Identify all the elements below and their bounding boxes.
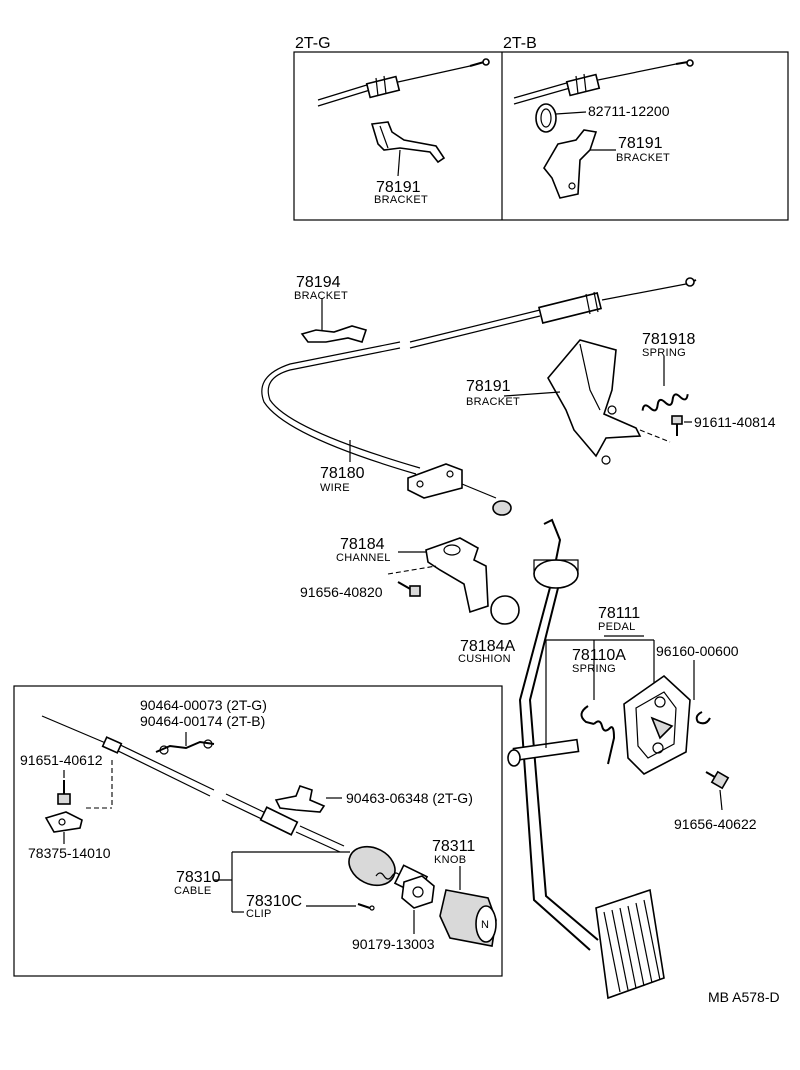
leader <box>387 565 437 575</box>
channel-78184-icon <box>425 537 489 614</box>
inset-2tg-bracket-no: 78191 <box>376 179 421 196</box>
clip-90464-icon <box>155 739 215 755</box>
leader <box>555 111 587 115</box>
part-781918-no: 781918 <box>642 331 695 348</box>
part-78111-name: PEDAL <box>598 621 636 633</box>
inset-2tb-bracket-no: 78191 <box>618 135 663 152</box>
pedal-pivot-plate-icon <box>623 674 691 775</box>
part-78310-no: 78310 <box>176 869 221 886</box>
part-78194-name: BRACKET <box>294 290 348 302</box>
nut-90179-icon <box>401 875 435 909</box>
accelerator-wire <box>261 277 697 475</box>
leader <box>719 789 723 811</box>
part-90464-00174-no: 90464-00174 (2T-B) <box>140 713 265 729</box>
part-78310c-name: CLIP <box>246 908 272 920</box>
bolt-91656-40820-icon <box>397 581 421 597</box>
inset-2tg-bracket <box>370 121 446 164</box>
cable-label-bracket <box>214 851 356 913</box>
part-78310-name: CABLE <box>174 885 212 897</box>
part-90464-00073-no: 90464-00073 (2T-G) <box>140 697 267 713</box>
inset-frame <box>293 51 789 221</box>
leader <box>397 149 401 177</box>
part-91611-no: 91611-40814 <box>694 414 776 430</box>
clip-82711-icon <box>535 103 557 133</box>
part-78184-name: CHANNEL <box>336 552 391 564</box>
inset-2tg-label: 2T-G <box>295 35 331 52</box>
part-90179-no: 90179-13003 <box>352 936 435 952</box>
bolt-91651-icon <box>57 780 71 805</box>
part-78311-no: 78311 <box>432 838 475 855</box>
inset-2tb-bracket-name: BRACKET <box>616 152 670 164</box>
knob-letter: N <box>481 919 489 931</box>
part-78184a-no: 78184A <box>460 638 515 655</box>
part-78110a-name: SPRING <box>572 663 616 675</box>
part-78110a-no: 78110A <box>572 647 626 664</box>
hand-throttle-cable <box>41 715 345 853</box>
leader <box>503 391 561 397</box>
knob-78311-icon: N <box>439 889 497 947</box>
bracket-78194-icon <box>300 325 368 343</box>
part-78310c-no: 78310C <box>246 893 302 910</box>
part-78191-name: BRACKET <box>466 396 520 408</box>
spring-781918-icon <box>641 393 689 412</box>
part-90463-no: 90463-06348 (2T-G) <box>346 790 473 806</box>
part-78180-no: 78180 <box>320 465 365 482</box>
part-78111-no: 78111 <box>598 605 640 622</box>
part-78184-no: 78184 <box>340 536 385 553</box>
inset-2tb-label: 2T-B <box>503 35 537 52</box>
part-78184a-name: CUSHION <box>458 653 511 665</box>
inset-2tg-cable <box>317 58 490 107</box>
inset-2tb-bracket <box>543 129 598 199</box>
inset-2tb-clip-no: 82711-12200 <box>588 103 670 119</box>
clip-96160-icon <box>695 711 711 725</box>
clip-78310c-icon <box>357 903 375 911</box>
part-91656-40622-no: 91656-40622 <box>674 816 757 832</box>
spring-78110a-icon <box>580 705 616 765</box>
part-78311-name: KNOB <box>434 854 466 866</box>
part-78180-name: WIRE <box>320 482 350 494</box>
leader <box>639 429 671 443</box>
part-96160-no: 96160-00600 <box>656 643 739 659</box>
part-78194-no: 78194 <box>296 274 341 291</box>
part-78375-no: 78375-14010 <box>28 845 111 861</box>
inset-2tg-bracket-name: BRACKET <box>374 194 428 206</box>
part-781918-name: SPRING <box>642 347 686 359</box>
pedal-label-bracket <box>545 635 695 748</box>
wire-grommet <box>407 463 512 516</box>
bracket-78191-icon <box>547 339 642 465</box>
bolt-91611-icon <box>671 415 683 436</box>
hand-throttle-frame <box>13 685 503 977</box>
part-91651-no: 91651-40612 <box>20 752 103 768</box>
clamp-90463-icon <box>274 785 326 813</box>
pedal-78111-icon <box>518 518 665 1000</box>
figure-code: MB A578-D <box>708 989 780 1005</box>
inset-2tb-cable <box>513 59 694 105</box>
pedal-shaft <box>507 738 580 767</box>
part-78191-no: 78191 <box>466 378 511 395</box>
bolt-91656-40622-icon <box>705 770 730 790</box>
cushion-78184a-icon <box>490 595 520 625</box>
part-91656-40820-no: 91656-40820 <box>300 584 383 600</box>
bracket-78375-icon <box>44 811 83 833</box>
